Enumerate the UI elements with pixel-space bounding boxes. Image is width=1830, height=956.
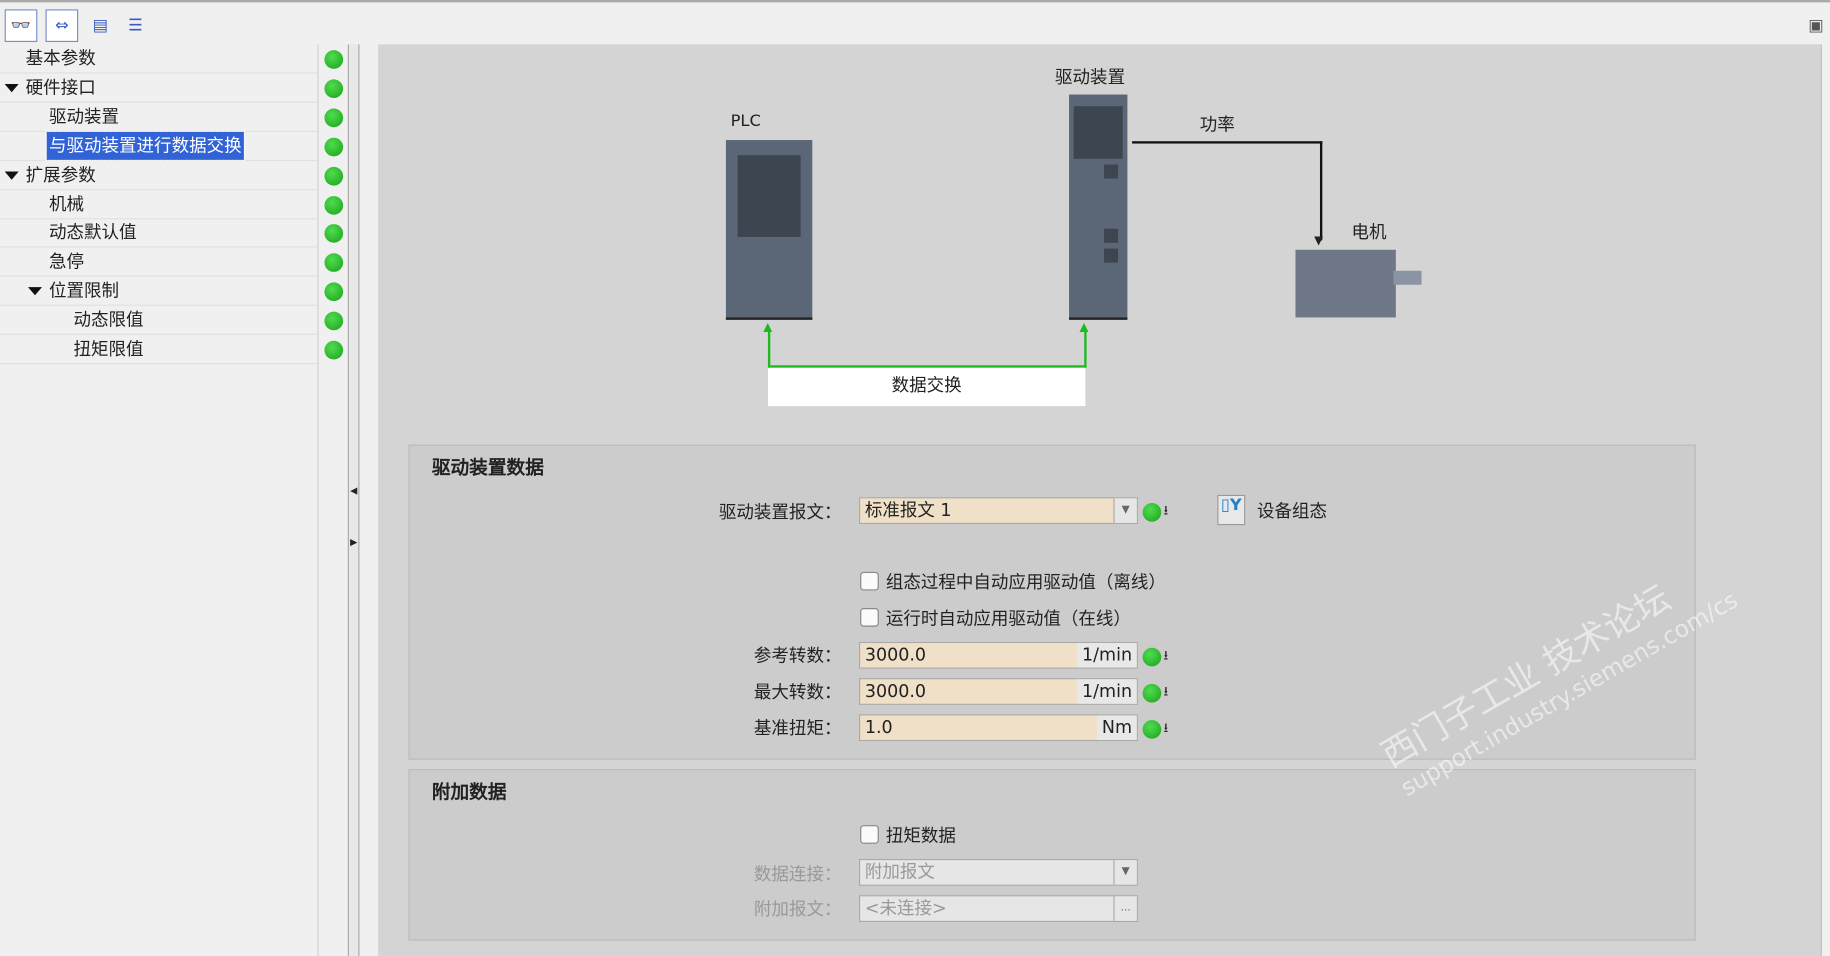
tree-item-label: 驱动装置 bbox=[49, 105, 120, 127]
splitter[interactable]: ◀ ▶ bbox=[347, 44, 360, 956]
expand-triangle-icon[interactable] bbox=[4, 83, 19, 93]
plc-image bbox=[725, 140, 813, 320]
tree-item-label: 扭矩限值 bbox=[73, 338, 144, 360]
plc-label: PLC bbox=[730, 112, 761, 131]
auto-offline-checkbox[interactable] bbox=[860, 571, 879, 591]
folder-icon[interactable]: ▤ bbox=[92, 16, 109, 36]
download-icon[interactable]: ⭳ bbox=[1163, 647, 1169, 663]
tree-item[interactable]: 与驱动装置进行数据交换 bbox=[0, 130, 318, 161]
status-ok-icon bbox=[324, 79, 344, 98]
download-icon[interactable]: ⭳ bbox=[1163, 720, 1169, 736]
arrow-up-icon: ▲ bbox=[763, 320, 773, 334]
status-ok-icon bbox=[324, 311, 344, 331]
download-icon[interactable]: ⭳ bbox=[1163, 503, 1169, 519]
auto-online-label: 运行时自动应用驱动值（在线） bbox=[885, 608, 1131, 630]
tree-item-label: 位置限制 bbox=[49, 280, 120, 302]
status-ok-icon bbox=[324, 340, 344, 360]
toolbar: 👓 ⇔ ▤ ☰ ▣ bbox=[0, 0, 1830, 45]
glasses-icon[interactable]: 👓 bbox=[4, 9, 38, 43]
tree-item[interactable]: 扩展参数 bbox=[0, 161, 318, 190]
unit: 1/min bbox=[1077, 643, 1137, 668]
browse-button[interactable]: ... bbox=[1113, 896, 1137, 921]
status-ok-icon bbox=[1142, 720, 1162, 739]
unit: 1/min bbox=[1077, 679, 1137, 704]
status-ok-icon bbox=[324, 282, 344, 302]
tree-item[interactable]: 动态限值 bbox=[0, 306, 318, 336]
tree-item-label: 硬件接口 bbox=[25, 76, 96, 98]
tree-item-label: 急停 bbox=[49, 251, 85, 273]
power-label: 功率 bbox=[1199, 114, 1235, 136]
status-column bbox=[317, 44, 347, 956]
max-speed-label: 最大转数： bbox=[753, 681, 842, 703]
telegram-label: 驱动装置报文： bbox=[718, 501, 842, 523]
auto-offline-label: 组态过程中自动应用驱动值（离线） bbox=[885, 571, 1166, 593]
data-connection-dropdown[interactable]: 附加报文▼ bbox=[858, 858, 1138, 886]
status-ok-icon bbox=[324, 108, 344, 127]
main-panel: PLC 驱动装置 ▼ 功率 电机 数据交换 ▲ ▲ 驱动装置数据 驱动装置报文：… bbox=[378, 44, 1821, 956]
status-ok-icon bbox=[324, 166, 344, 186]
extra-telegram-field[interactable]: <未连接>... bbox=[858, 895, 1138, 923]
tree-item[interactable]: 基本参数 bbox=[0, 44, 318, 74]
torque-data-label: 扭矩数据 bbox=[885, 825, 956, 847]
expand-triangle-icon[interactable] bbox=[4, 171, 19, 180]
download-icon[interactable]: ⭳ bbox=[1163, 683, 1169, 700]
drive-label: 驱动装置 bbox=[1055, 66, 1126, 88]
status-ok-icon bbox=[324, 137, 344, 157]
auto-online-checkbox[interactable] bbox=[860, 608, 879, 627]
tree-item-label: 与驱动装置进行数据交换 bbox=[45, 130, 246, 161]
chevron-down-icon[interactable]: ▼ bbox=[1113, 498, 1137, 523]
expand-triangle-icon[interactable] bbox=[28, 287, 43, 296]
expand-right-icon[interactable]: ▶ bbox=[350, 536, 358, 548]
drive-data-section: 驱动装置数据 驱动装置报文： 标准报文 1▼ ⭳ ▯Y 设备组态 组态过程中自动… bbox=[408, 444, 1696, 760]
tree-item-label: 基本参数 bbox=[25, 47, 96, 69]
arrow-down-icon: ▼ bbox=[1314, 234, 1324, 248]
drive-image bbox=[1069, 94, 1128, 320]
tree-item[interactable]: 位置限制 bbox=[0, 277, 318, 306]
tree-item[interactable]: 机械 bbox=[0, 190, 318, 219]
data-connection-label: 数据连接： bbox=[753, 863, 842, 885]
tree-item-label: 机械 bbox=[49, 193, 85, 215]
tree-item-label: 扩展参数 bbox=[25, 164, 96, 186]
navigation-tree: 基本参数硬件接口驱动装置与驱动装置进行数据交换扩展参数机械动态默认值急停位置限制… bbox=[0, 44, 348, 956]
data-exchange-label: 数据交换 bbox=[767, 367, 1086, 407]
status-ok-icon bbox=[324, 195, 344, 215]
ref-torque-label: 基准扭矩： bbox=[753, 717, 842, 739]
tree-item[interactable]: 动态默认值 bbox=[0, 219, 318, 248]
unit: Nm bbox=[1097, 715, 1137, 740]
collapse-left-icon[interactable]: ◀ bbox=[350, 485, 358, 497]
status-ok-icon bbox=[1142, 503, 1162, 522]
swap-icon[interactable]: ⇔ bbox=[45, 9, 79, 43]
device-config-icon[interactable]: ▯Y bbox=[1217, 494, 1246, 526]
scrollbar[interactable] bbox=[1820, 44, 1830, 956]
tree-item[interactable]: 硬件接口 bbox=[0, 73, 318, 103]
device-config-link[interactable]: 设备组态 bbox=[1256, 500, 1327, 522]
tree-item[interactable]: 急停 bbox=[0, 248, 318, 277]
telegram-dropdown[interactable]: 标准报文 1▼ bbox=[858, 497, 1138, 525]
tree-item[interactable]: 驱动装置 bbox=[0, 102, 318, 132]
status-ok-icon bbox=[324, 253, 344, 273]
tree-item-label: 动态限值 bbox=[73, 309, 144, 331]
list-icon[interactable]: ☰ bbox=[128, 16, 143, 36]
arrow-up-icon: ▲ bbox=[1079, 320, 1089, 334]
status-ok-icon bbox=[324, 224, 344, 244]
section-title: 驱动装置数据 bbox=[431, 456, 544, 479]
motor-image bbox=[1295, 249, 1422, 318]
extra-data-section: 附加数据 扭矩数据 数据连接： 附加报文▼ 附加报文： <未连接>... bbox=[408, 769, 1696, 941]
ref-speed-label: 参考转数： bbox=[753, 645, 842, 667]
tree-item-label: 动态默认值 bbox=[49, 222, 137, 244]
tree-item[interactable]: 扭矩限值 bbox=[0, 335, 318, 365]
status-ok-icon bbox=[324, 50, 344, 69]
motor-label: 电机 bbox=[1351, 221, 1387, 243]
section-title: 附加数据 bbox=[431, 780, 507, 803]
torque-data-checkbox[interactable] bbox=[860, 825, 879, 844]
status-ok-icon bbox=[1142, 647, 1162, 667]
extra-telegram-label: 附加报文： bbox=[753, 898, 842, 920]
panel-icon[interactable]: ▣ bbox=[1808, 16, 1824, 36]
chevron-down-icon[interactable]: ▼ bbox=[1113, 860, 1137, 885]
status-ok-icon bbox=[1142, 683, 1162, 703]
